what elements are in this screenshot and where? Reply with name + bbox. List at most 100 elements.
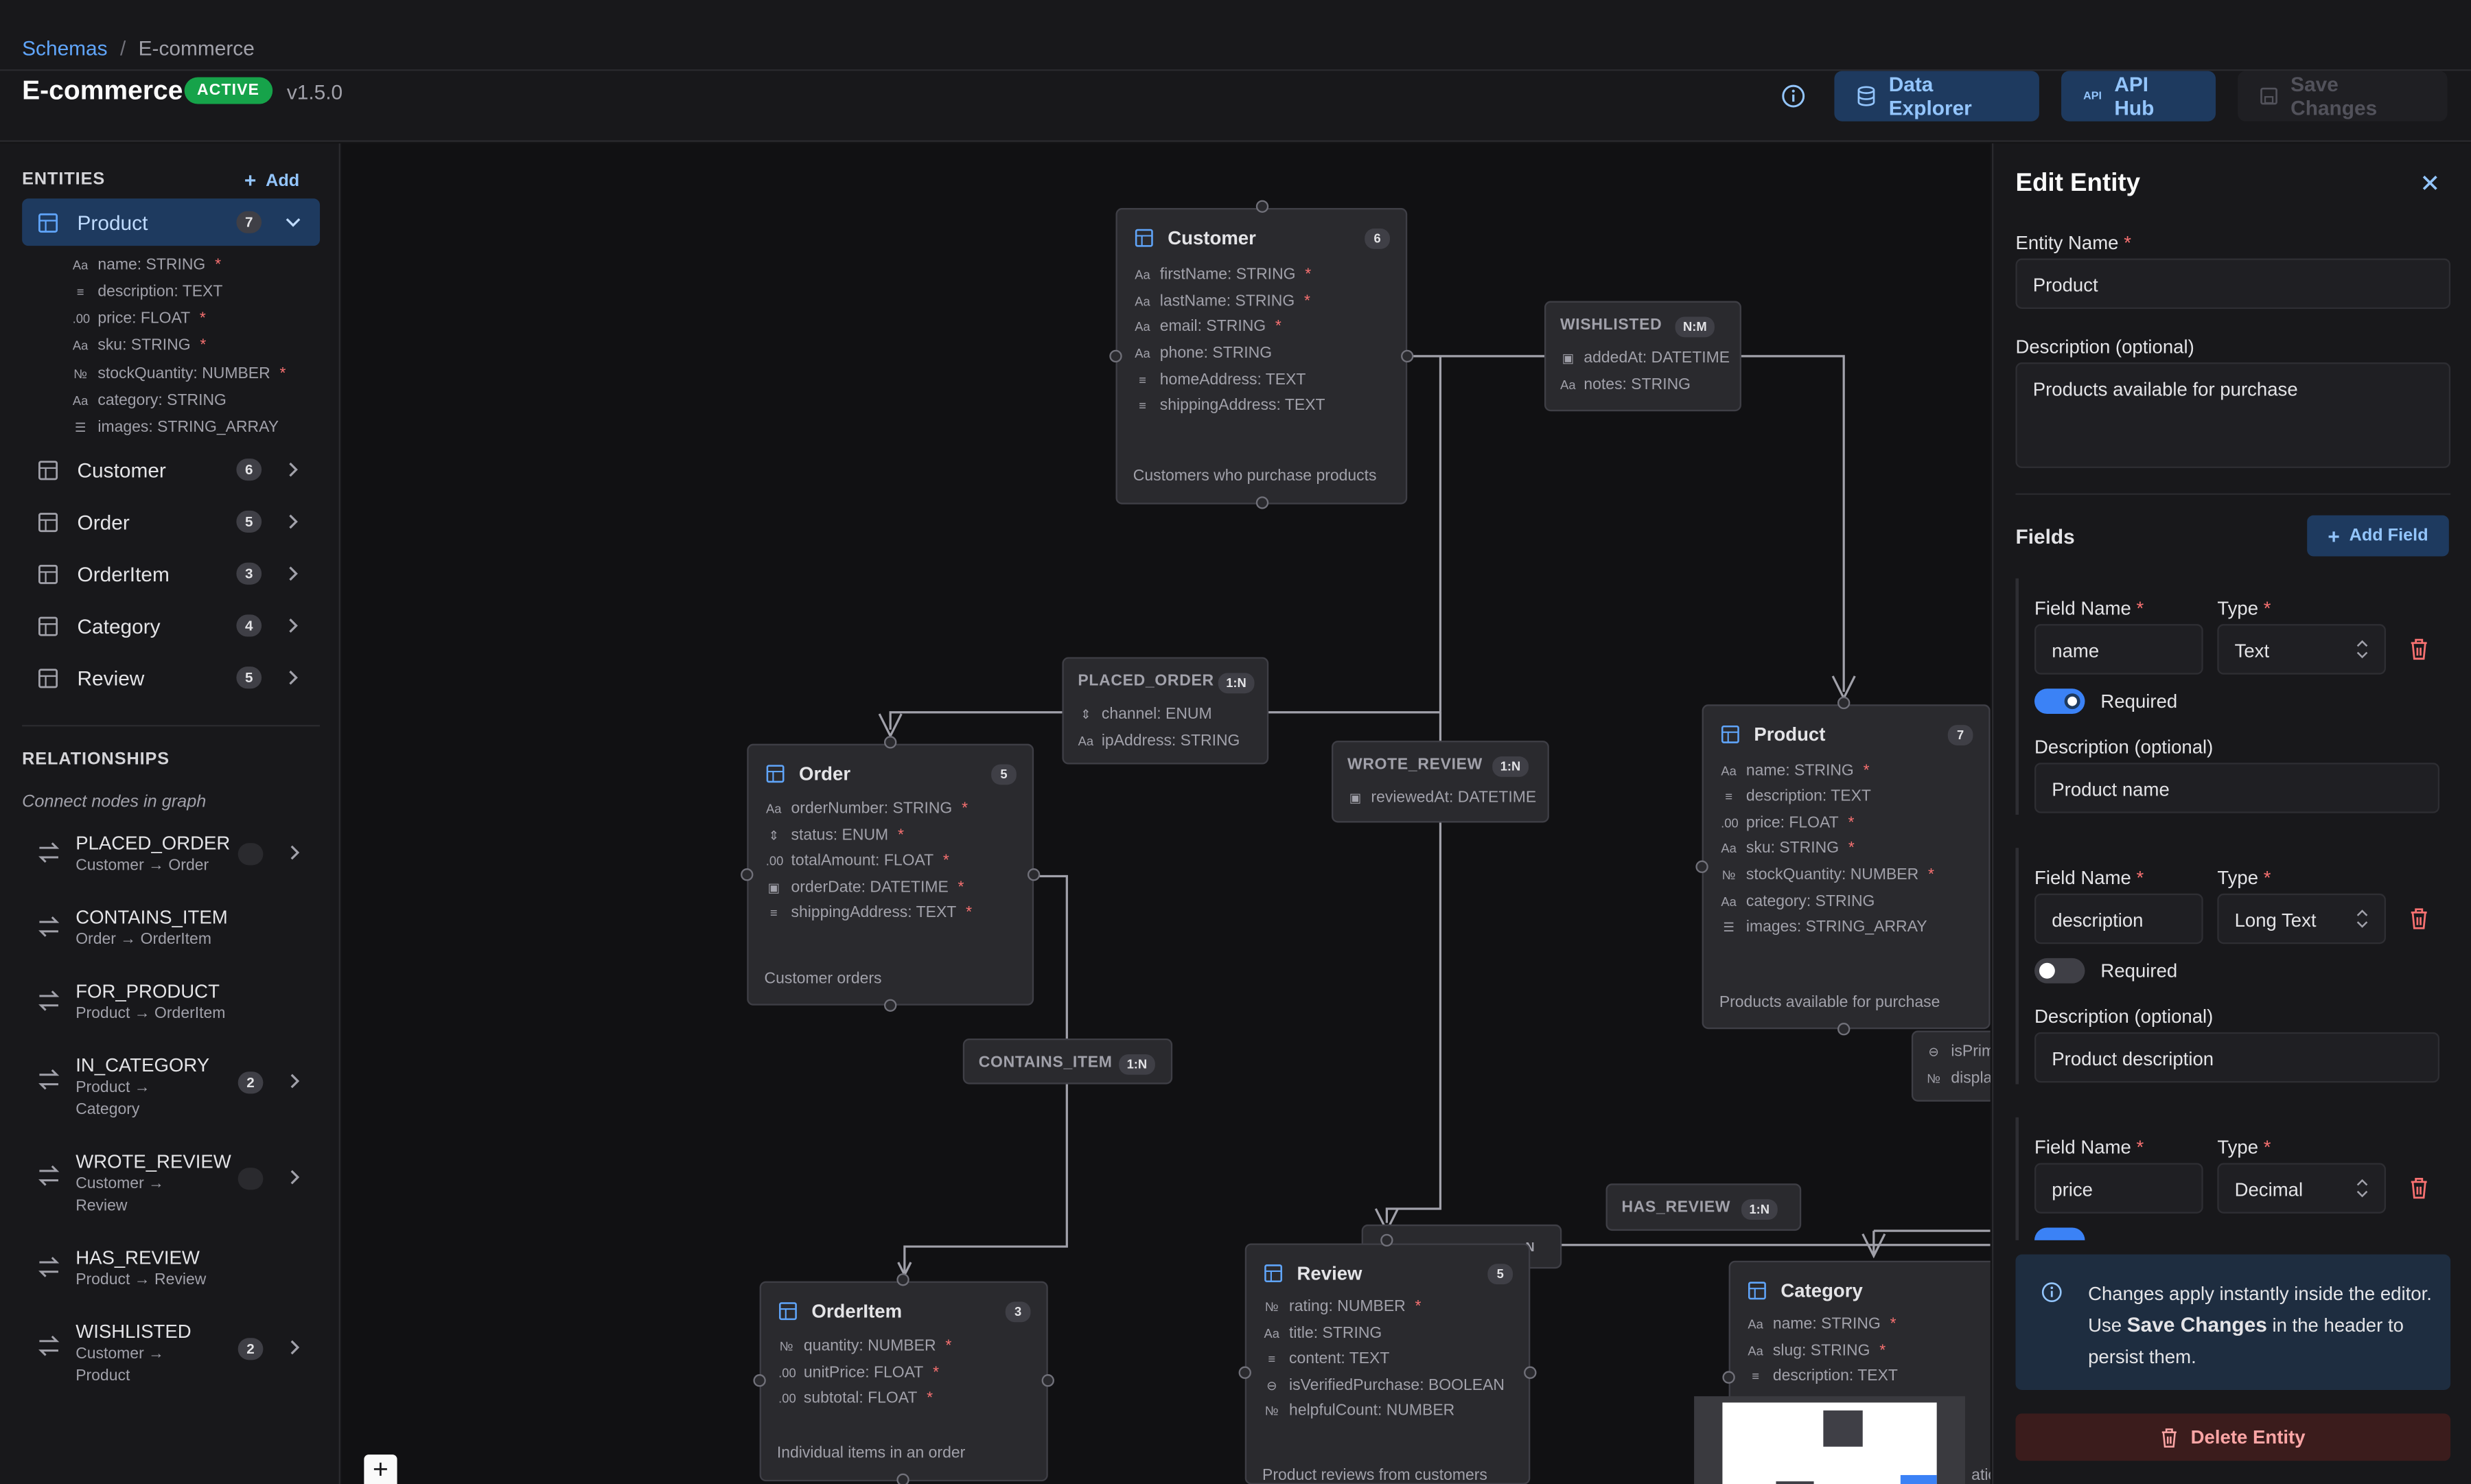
required-toggle[interactable] (2034, 958, 2085, 984)
relationship-item-in-category[interactable]: IN_CATEGORY Product → Category 2 (22, 1054, 320, 1127)
breadcrumb-schemas-link[interactable]: Schemas (22, 36, 108, 60)
node-handle[interactable] (1109, 349, 1122, 363)
node-handle[interactable] (1524, 1366, 1537, 1379)
type-select[interactable]: Decimal (2217, 1163, 2386, 1214)
sidebar-item-product[interactable]: Product 7 (22, 198, 321, 246)
relation-contains-item[interactable]: CONTAINS_ITEM 1:N (962, 1038, 1173, 1085)
relation-wrote-review[interactable]: WROTE_REVIEW 1:N ▣reviewedAt: DATETIME (1332, 741, 1549, 823)
node-handle[interactable] (884, 736, 897, 749)
entity-name-input[interactable]: Product (2015, 258, 2451, 309)
node-handle[interactable] (753, 1374, 766, 1387)
sidebar-item-orderitem[interactable]: OrderItem 3 (22, 550, 320, 597)
save-changes-button[interactable]: Save Changes (2238, 71, 2448, 121)
save-icon (2260, 87, 2277, 105)
node-handle[interactable] (896, 1473, 909, 1484)
type-select[interactable]: Text (2217, 624, 2386, 675)
info-icon[interactable] (1780, 84, 1806, 109)
chevron-right-icon[interactable] (287, 843, 303, 862)
number-icon: № (1927, 1071, 1940, 1085)
sidebar-item-category[interactable]: Category 4 (22, 602, 320, 649)
relationship-path: Customer → (76, 1175, 165, 1193)
node-handle[interactable] (1255, 496, 1269, 509)
chevron-right-icon[interactable] (283, 460, 303, 479)
field-name-input[interactable]: price (2034, 1163, 2203, 1214)
entity-name: OrderItem (77, 561, 170, 586)
data-explorer-button[interactable]: Data Explorer (1834, 71, 2039, 121)
sidebar-item-order[interactable]: Order 5 (22, 498, 320, 546)
field-description-input[interactable]: Product name (2034, 763, 2440, 813)
add-field-button[interactable]: +Add Field (2307, 515, 2449, 557)
node-count-badge: 5 (991, 764, 1017, 785)
required-toggle[interactable] (2034, 688, 2085, 715)
description-textarea[interactable]: Products available for purchase (2015, 362, 2451, 468)
node-handle[interactable] (741, 868, 754, 881)
node-handle[interactable] (1722, 1371, 1735, 1384)
api-hub-button[interactable]: API API Hub (2061, 71, 2216, 121)
node-handle[interactable] (1401, 349, 1414, 363)
trash-icon[interactable] (2409, 907, 2428, 929)
required-mark: * (1879, 1343, 1886, 1360)
number-icon: № (1264, 1299, 1279, 1314)
minimap[interactable] (1694, 1396, 1965, 1484)
trash-icon[interactable] (2409, 1177, 2428, 1199)
node-handle[interactable] (1027, 868, 1041, 881)
chevron-right-icon[interactable] (287, 1338, 303, 1357)
field-description-input[interactable]: Product description (2034, 1032, 2440, 1083)
chevron-right-icon[interactable] (283, 512, 303, 531)
chevron-right-icon[interactable] (283, 668, 303, 687)
node-handle[interactable] (1837, 1023, 1851, 1036)
node-handle[interactable] (1238, 1366, 1251, 1379)
table-icon (38, 616, 58, 636)
cardinality-badge: N:M (1675, 316, 1715, 338)
required-mark: * (215, 257, 222, 275)
relationship-item-has-review[interactable]: HAS_REVIEW Product → Review (22, 1247, 320, 1303)
type-select-value: Text (2234, 640, 2270, 662)
trash-icon[interactable] (2409, 638, 2428, 660)
relationship-item-for-product[interactable]: FOR_PRODUCT Product → OrderItem (22, 980, 320, 1037)
node-handle[interactable] (1380, 1233, 1393, 1247)
node-handle[interactable] (1695, 860, 1708, 873)
node-handle[interactable] (884, 999, 897, 1012)
chevron-right-icon[interactable] (287, 1168, 303, 1187)
sidebar-divider (22, 725, 321, 727)
field-name-input[interactable]: description (2034, 893, 2203, 944)
page-title: E-commerce (22, 76, 183, 106)
type-select[interactable]: Long Text (2217, 893, 2386, 944)
node-handle[interactable] (1255, 200, 1269, 213)
chevron-right-icon[interactable] (283, 616, 303, 636)
relation-has-review[interactable]: HAS_REVIEW 1:N (1605, 1183, 1802, 1231)
sidebar-item-review[interactable]: Review 5 (22, 654, 320, 702)
text-icon: ≡ (1268, 1351, 1276, 1366)
node-handle[interactable] (896, 1273, 909, 1286)
required-toggle[interactable] (2034, 1227, 2085, 1240)
relationship-item-contains-item[interactable]: CONTAINS_ITEM Order → OrderItem (22, 906, 320, 963)
zoom-in-button[interactable]: + (364, 1454, 397, 1484)
sidebar-item-customer[interactable]: Customer 6 (22, 446, 320, 494)
chevron-down-icon[interactable] (283, 213, 303, 232)
relationship-item-wishlisted[interactable]: WISHLISTED Customer → Product 2 (22, 1321, 320, 1393)
close-icon[interactable] (2419, 172, 2441, 194)
relationship-item-wrote-review[interactable]: WROTE_REVIEW Customer → Review (22, 1150, 320, 1223)
chevron-right-icon[interactable] (287, 1071, 303, 1091)
node-handle[interactable] (1041, 1374, 1054, 1387)
node-handle[interactable] (1837, 696, 1851, 710)
chevron-right-icon[interactable] (283, 564, 303, 583)
field-item: ☰images: STRING_ARRAY (73, 419, 288, 437)
version-label: v1.5.0 (286, 80, 343, 104)
add-entity-button[interactable]: +Add (244, 169, 299, 192)
relationship-item-placed-order[interactable]: PLACED_ORDER Customer → Order (22, 832, 320, 889)
field-name-input[interactable]: name (2034, 624, 2203, 675)
text-icon: ≡ (76, 284, 84, 299)
delete-entity-button[interactable]: Delete Entity (2015, 1413, 2451, 1461)
